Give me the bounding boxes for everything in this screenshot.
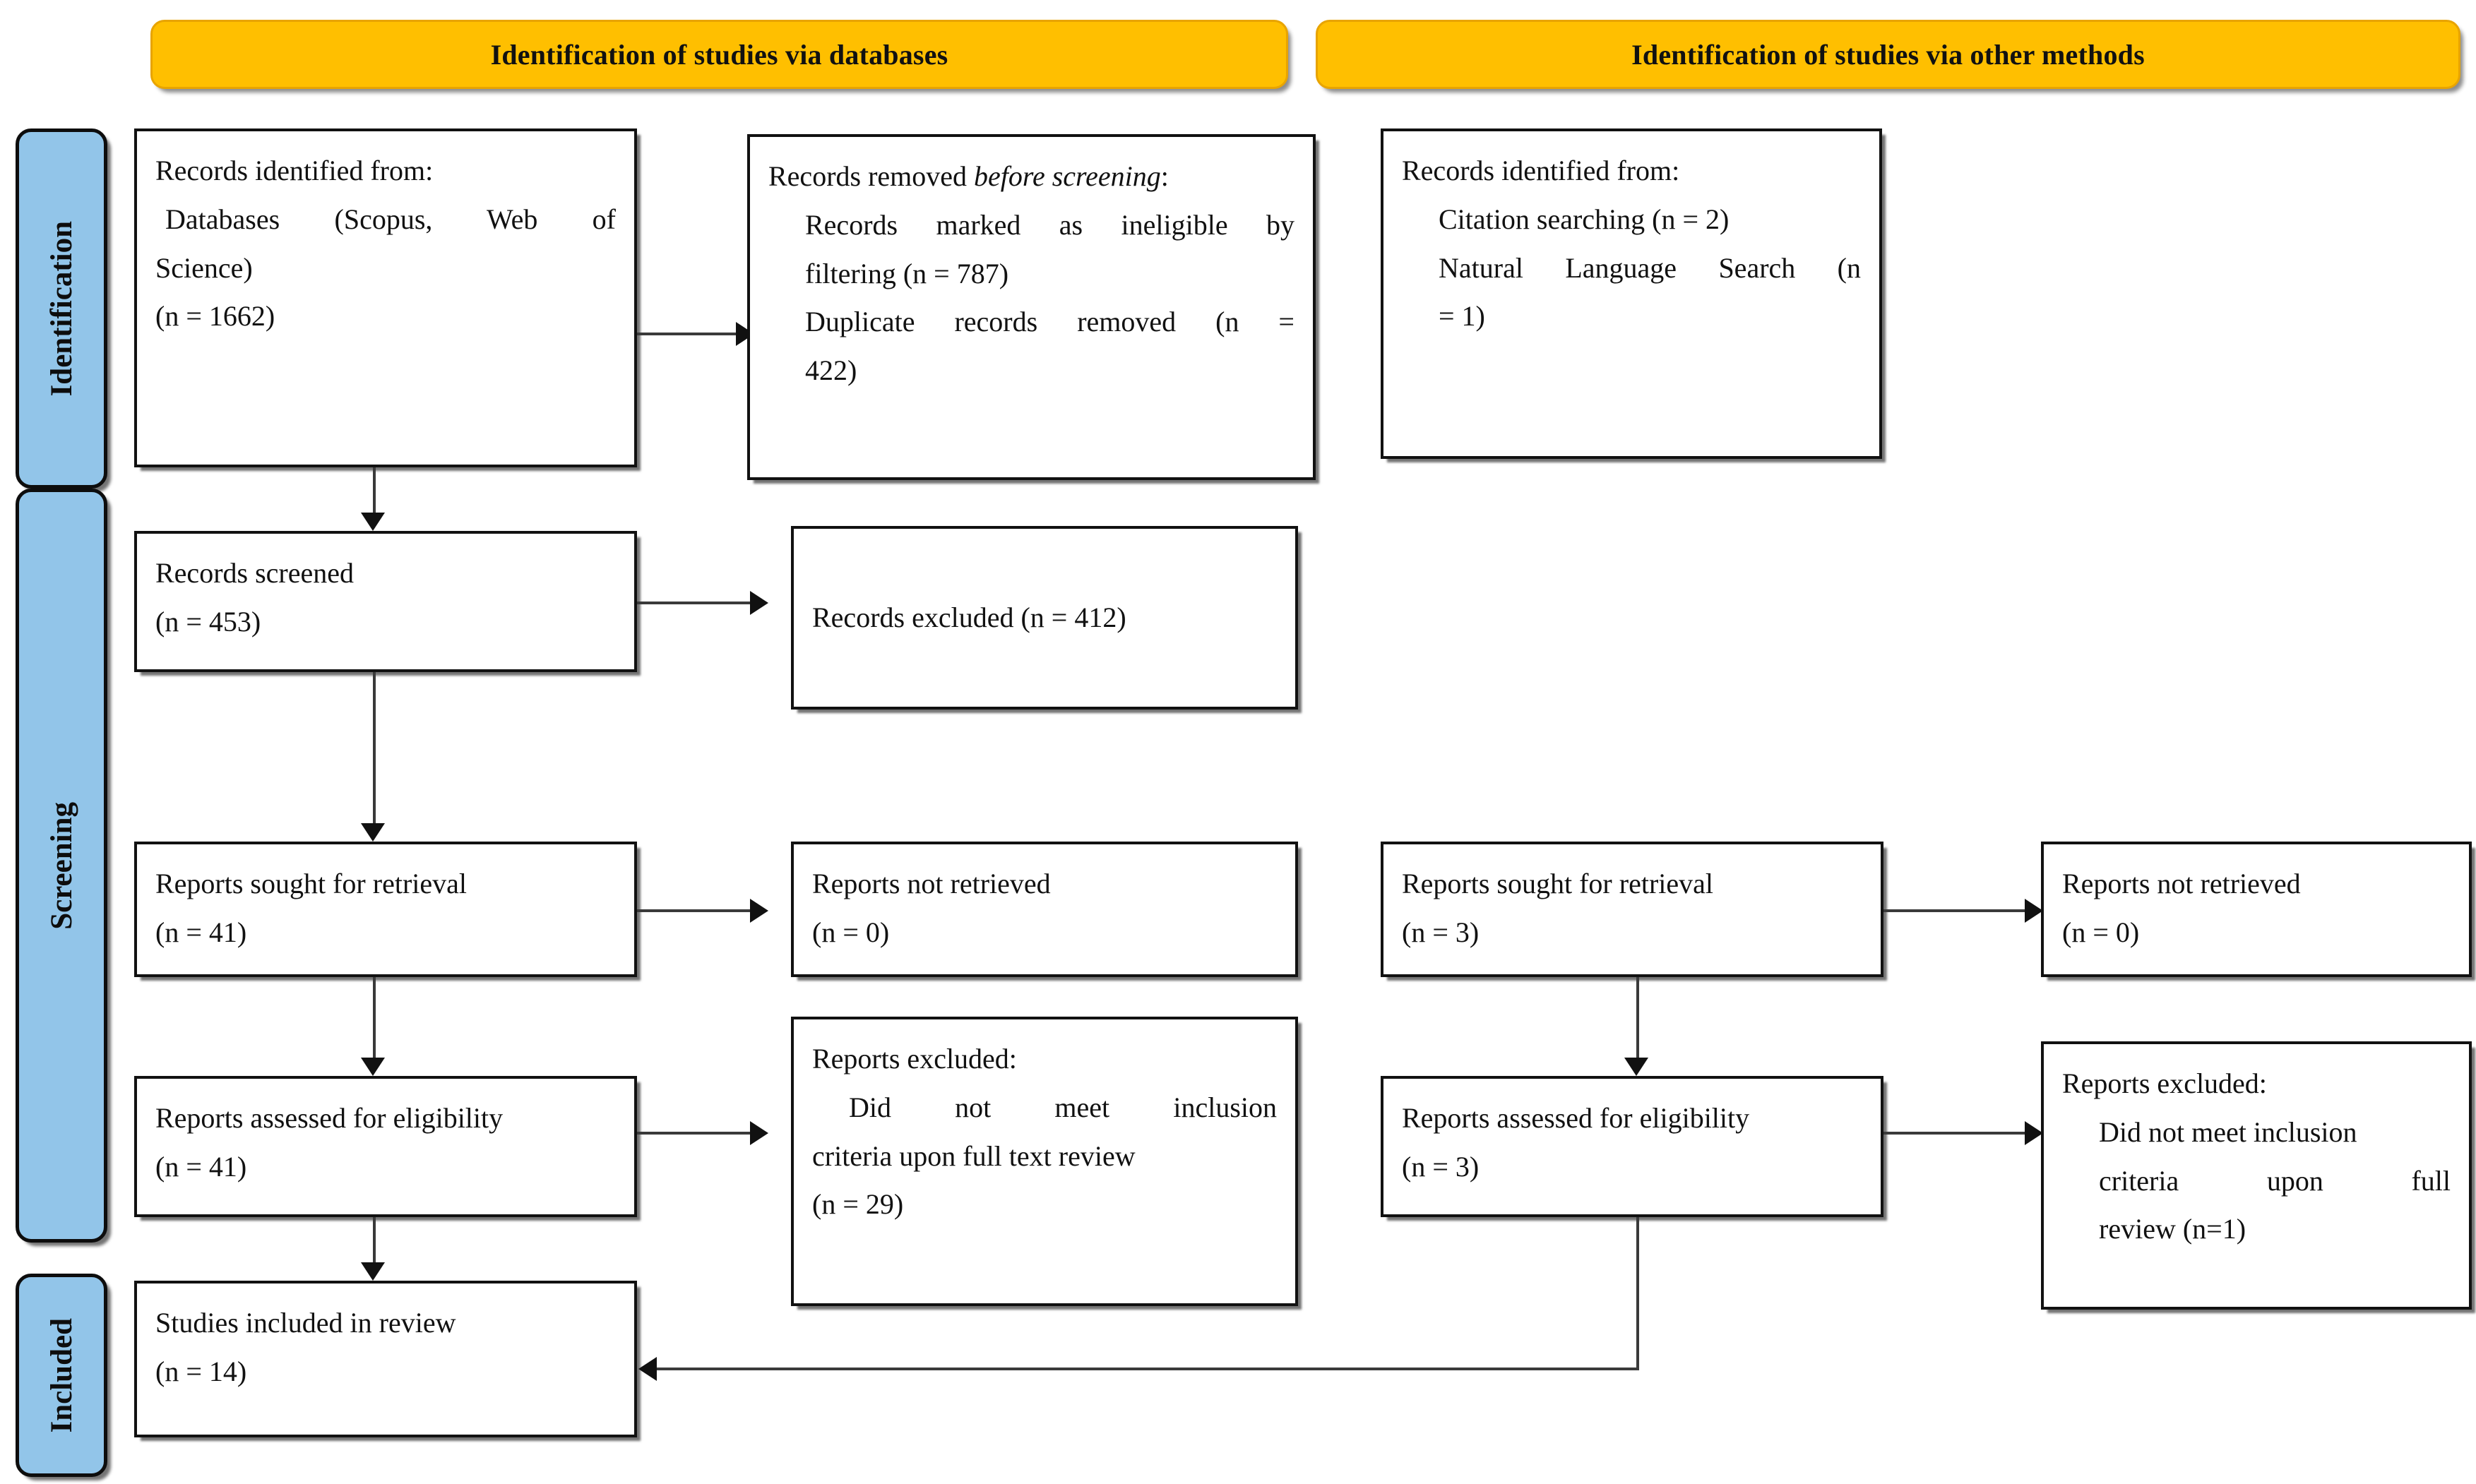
records-identified-other-line2: Citation searching (n = 2) xyxy=(1439,203,1730,235)
box-records-screened: Records screened (n = 453) xyxy=(134,531,637,672)
box-records-identified-other-methods: Records identified from: Citation search… xyxy=(1381,128,1882,459)
banner-identification-via-other-methods: Identification of studies via other meth… xyxy=(1316,20,2460,89)
box-reports-sought-other-methods: Reports sought for retrieval (n = 3) xyxy=(1381,842,1883,977)
arrowhead-screened-to-excluded xyxy=(750,591,768,615)
connector-other-sought-to-not-retrieved xyxy=(1883,909,2025,912)
records-removed-heading-italic: before screening xyxy=(974,160,1161,192)
connector-db-sought-to-not-retrieved xyxy=(637,909,750,912)
connector-db-assessed-to-included xyxy=(373,1217,376,1276)
connector-other-sought-to-assessed xyxy=(1636,977,1639,1072)
banner-identification-via-databases: Identification of studies via databases xyxy=(150,20,1288,89)
studies-included-line2: (n = 14) xyxy=(155,1355,247,1387)
banner-other-methods-label: Identification of studies via other meth… xyxy=(1631,38,2145,71)
db-reports-excluded-line2: Did not meet inclusion xyxy=(849,1091,1277,1123)
stage-label-identification-text: Identification xyxy=(44,220,78,397)
arrowhead-other-sought-to-assessed xyxy=(1624,1058,1648,1076)
records-excluded-line1: Records excluded (n = 412) xyxy=(812,601,1126,633)
stage-label-screening: Screening xyxy=(16,489,107,1243)
box-records-removed-before-screening: Records removed before screening: Record… xyxy=(747,134,1316,480)
other-reports-sought-line2: (n = 3) xyxy=(1402,916,1480,948)
records-removed-line3: filtering (n = 787) xyxy=(805,257,1009,289)
records-removed-heading: Records removed before screening: xyxy=(768,152,1294,201)
records-identified-other-line1: Records identified from: xyxy=(1402,155,1680,186)
arrowhead-other-sought-to-not-retrieved xyxy=(2025,899,2043,923)
arrowhead-identified-to-screened xyxy=(361,513,385,531)
records-screened-line2: (n = 453) xyxy=(155,605,261,638)
records-identified-db-line3: Science) xyxy=(155,251,253,284)
arrowhead-db-assessed-to-included xyxy=(361,1262,385,1281)
records-identified-db-line1: Records identified from: xyxy=(155,155,434,186)
box-reports-sought-databases: Reports sought for retrieval (n = 41) xyxy=(134,842,637,977)
box-reports-excluded-other-methods: Reports excluded: Did not meet inclusion… xyxy=(2041,1041,2472,1310)
records-identified-other-line4: = 1) xyxy=(1439,300,1485,333)
db-reports-not-retrieved-line2: (n = 0) xyxy=(812,916,890,948)
other-reports-not-retrieved-line2: (n = 0) xyxy=(2062,916,2140,948)
db-reports-assessed-line2: (n = 41) xyxy=(155,1150,247,1183)
stage-label-included-text: Included xyxy=(44,1317,78,1433)
arrowhead-other-assessed-to-excluded xyxy=(2025,1121,2043,1145)
box-reports-excluded-databases: Reports excluded: Did not meet inclusion… xyxy=(791,1017,1298,1306)
arrowhead-db-assessed-to-excluded xyxy=(750,1121,768,1145)
records-removed-line4: Duplicate records removed (n = xyxy=(805,306,1294,338)
other-reports-sought-line1: Reports sought for retrieval xyxy=(1402,868,1713,899)
records-removed-heading-colon: : xyxy=(1160,160,1169,192)
connector-other-assessed-to-included-vertical xyxy=(1636,1217,1639,1370)
records-identified-db-line4: (n = 1662) xyxy=(155,300,275,333)
arrowhead-db-sought-to-assessed xyxy=(361,1058,385,1076)
banner-databases-label: Identification of studies via databases xyxy=(490,38,948,71)
connector-screened-to-excluded xyxy=(637,602,750,604)
db-reports-excluded-line3: criteria upon full text review xyxy=(812,1139,1136,1172)
other-reports-assessed-line2: (n = 3) xyxy=(1402,1150,1480,1183)
other-reports-excluded-line4: review (n=1) xyxy=(2099,1213,2246,1245)
stage-label-included: Included xyxy=(16,1274,107,1477)
db-reports-excluded-line1: Reports excluded: xyxy=(812,1043,1017,1075)
records-removed-line5: 422) xyxy=(805,354,857,387)
records-identified-other-line3: Natural Language Search (n xyxy=(1439,251,1861,284)
connector-db-assessed-to-excluded xyxy=(637,1132,750,1135)
db-reports-excluded-line4: (n = 29) xyxy=(812,1188,904,1221)
box-reports-not-retrieved-databases: Reports not retrieved (n = 0) xyxy=(791,842,1298,977)
records-removed-heading-prefix: Records removed xyxy=(768,160,975,192)
connector-other-assessed-to-included-horizontal xyxy=(657,1368,1639,1370)
box-records-excluded: Records excluded (n = 412) xyxy=(791,526,1298,710)
other-reports-assessed-line1: Reports assessed for eligibility xyxy=(1402,1102,1750,1134)
other-reports-not-retrieved-line1: Reports not retrieved xyxy=(2062,868,2301,899)
box-reports-assessed-databases: Reports assessed for eligibility (n = 41… xyxy=(134,1076,637,1217)
records-screened-line1: Records screened xyxy=(155,557,354,589)
arrowhead-db-sought-to-not-retrieved xyxy=(750,899,768,923)
db-reports-sought-line1: Reports sought for retrieval xyxy=(155,868,467,899)
other-reports-excluded-line1: Reports excluded: xyxy=(2062,1067,2267,1099)
stage-label-identification: Identification xyxy=(16,128,107,489)
other-reports-excluded-line2: Did not meet inclusion xyxy=(2099,1115,2357,1148)
box-records-identified-databases: Records identified from: Databases (Scop… xyxy=(134,128,637,467)
db-reports-assessed-line1: Reports assessed for eligibility xyxy=(155,1102,504,1134)
box-studies-included: Studies included in review (n = 14) xyxy=(134,1281,637,1437)
db-reports-sought-line2: (n = 41) xyxy=(155,916,247,948)
arrowhead-other-assessed-to-included xyxy=(638,1357,657,1381)
records-removed-line2: Records marked as ineligible by xyxy=(805,208,1294,241)
db-reports-not-retrieved-line1: Reports not retrieved xyxy=(812,868,1051,899)
connector-identified-to-removed xyxy=(637,333,736,335)
records-identified-db-line2: Databases (Scopus, Web of xyxy=(165,203,616,235)
studies-included-line1: Studies included in review xyxy=(155,1307,456,1339)
arrowhead-screened-to-reports-sought xyxy=(361,823,385,842)
connector-db-sought-to-assessed xyxy=(373,977,376,1072)
connector-other-assessed-to-excluded xyxy=(1883,1132,2025,1135)
stage-label-screening-text: Screening xyxy=(44,801,78,930)
box-reports-assessed-other-methods: Reports assessed for eligibility (n = 3) xyxy=(1381,1076,1883,1217)
other-reports-excluded-line3: criteria upon full xyxy=(2099,1164,2451,1197)
connector-identified-to-screened xyxy=(373,467,376,527)
connector-screened-to-reports-sought xyxy=(373,672,376,837)
box-reports-not-retrieved-other-methods: Reports not retrieved (n = 0) xyxy=(2041,842,2472,977)
